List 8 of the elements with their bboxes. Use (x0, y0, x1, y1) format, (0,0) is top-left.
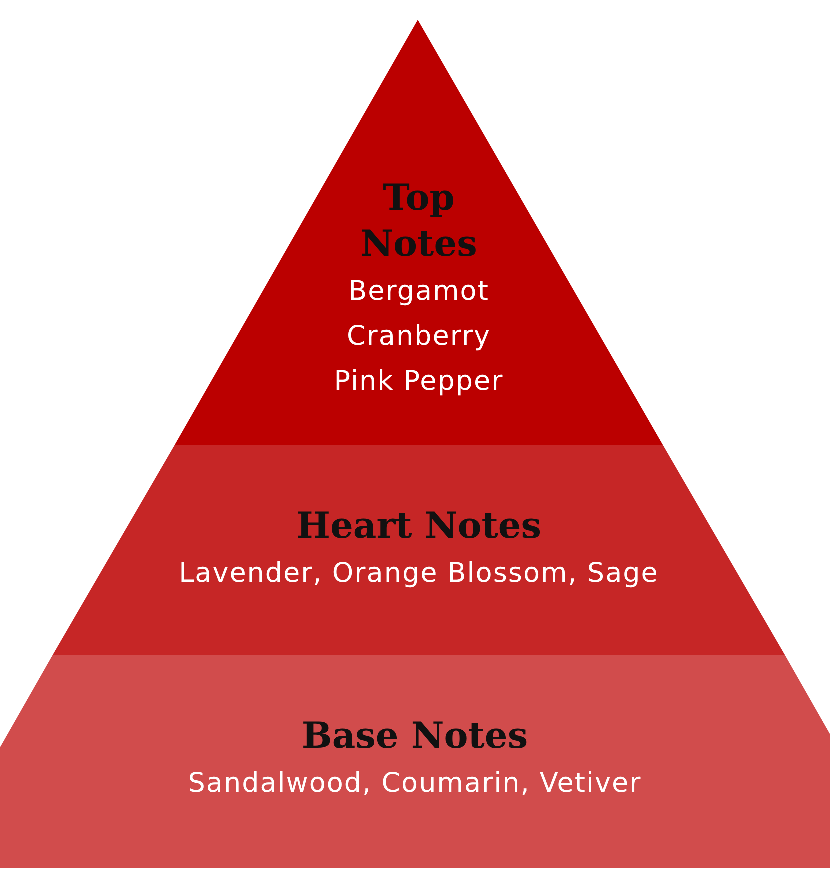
note-list: Pink Pepper (334, 359, 504, 404)
tier-heading: Heart Notes (295, 504, 543, 549)
tier-heading: Top Notes (360, 176, 478, 267)
note-list: Sandalwood, Coumarin, Vetiver (188, 761, 642, 806)
note-list: Cranberry (346, 314, 492, 359)
note-list: Bergamot (348, 269, 490, 314)
tier-heading: Base Notes (300, 714, 530, 759)
note-list: Lavender, Orange Blossom, Sage (179, 551, 659, 596)
